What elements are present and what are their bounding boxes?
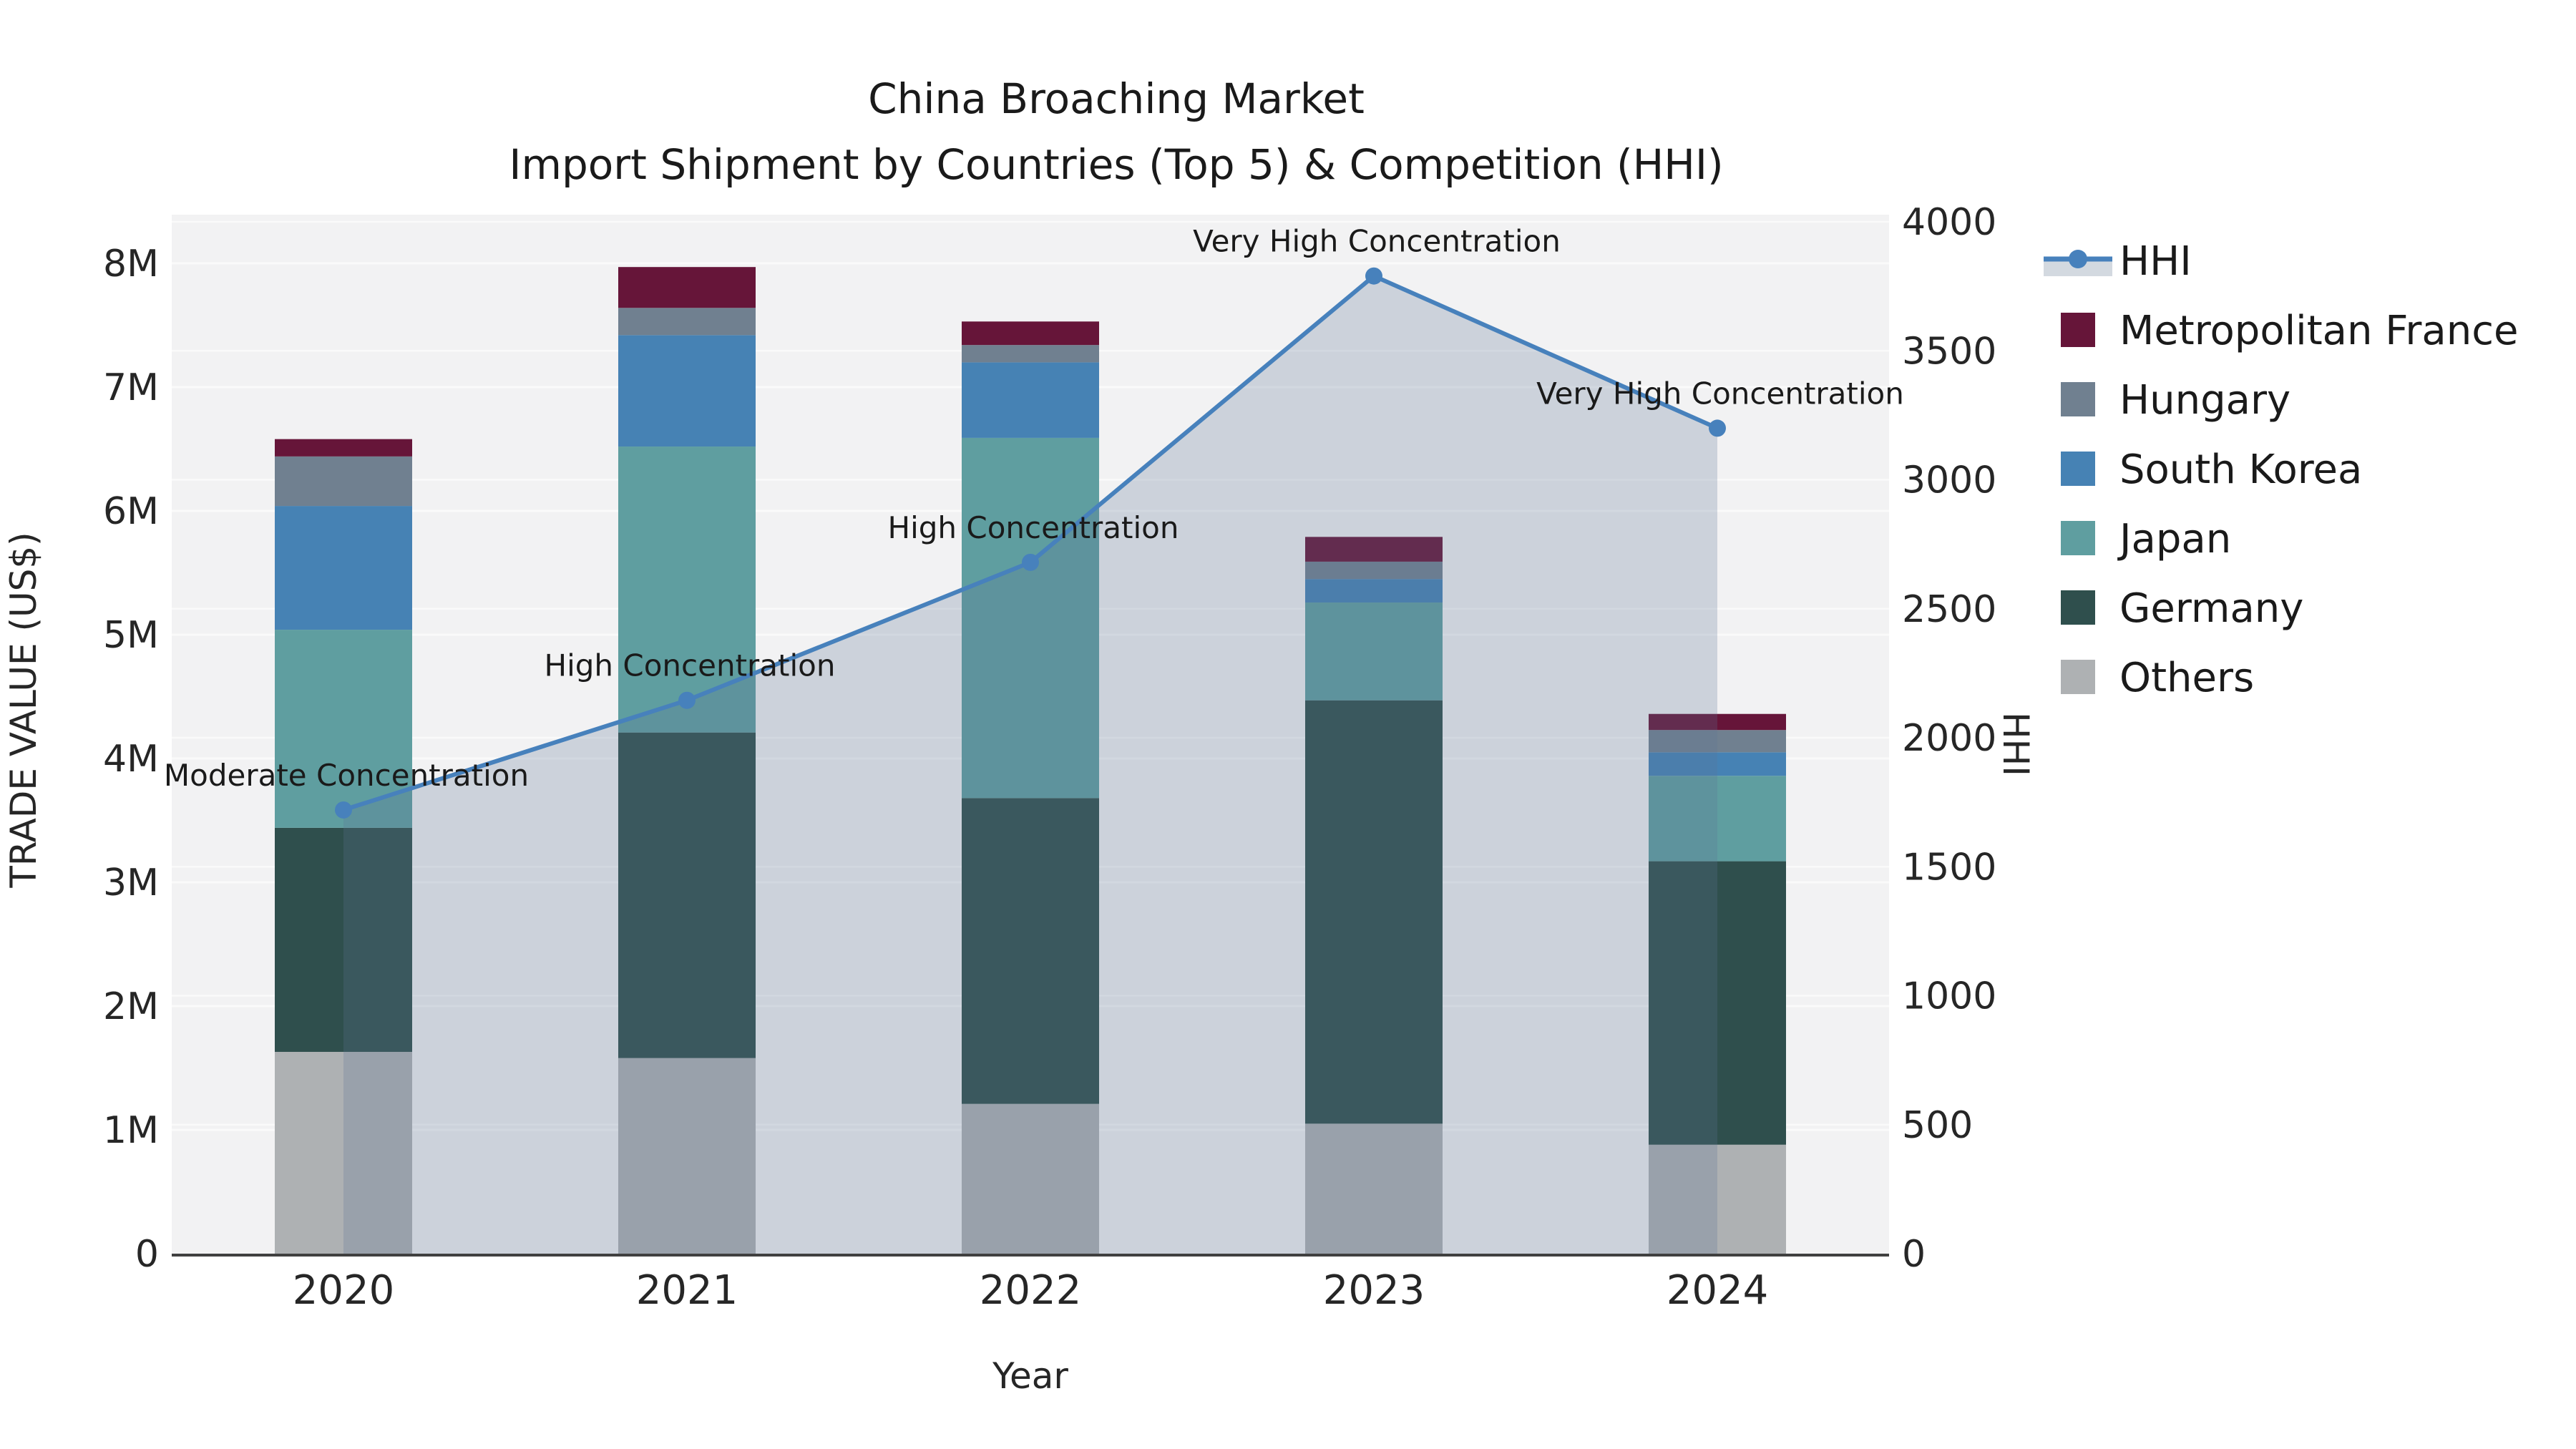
bar-segment-germany-2024 <box>1649 861 1786 1145</box>
legend-swatch-others <box>2061 660 2095 694</box>
x-tick-label-2020: 2020 <box>293 1267 395 1314</box>
y-right-tick-label: 3000 <box>1902 459 1996 502</box>
x-axis-title: Year <box>992 1355 1068 1397</box>
hhi-annotation-2021: High Concentration <box>545 648 836 683</box>
y-right-tick-label: 1000 <box>1902 975 1996 1018</box>
legend-swatch-germany <box>2061 590 2095 625</box>
bar-segment-metropolitan-france-2023 <box>1305 537 1443 562</box>
bar-segment-japan-2023 <box>1305 602 1443 701</box>
y-right-tick-label: 0 <box>1902 1233 1926 1276</box>
bar-segment-others-2022 <box>962 1103 1099 1254</box>
y-right-axis-title: HHI <box>1995 712 2036 776</box>
legend-label-japan: Japan <box>2117 516 2231 562</box>
y-left-tick-label: 3M <box>103 862 159 904</box>
bar-segment-germany-2022 <box>962 798 1099 1104</box>
legend-item-others: Others <box>2061 655 2254 701</box>
bar-segment-metropolitan-france-2022 <box>962 321 1099 346</box>
y-left-tick-label: 2M <box>103 985 159 1028</box>
x-tick-label-2022: 2022 <box>980 1267 1082 1314</box>
bar-segment-hungary-2021 <box>618 308 756 336</box>
stacked-bars <box>275 267 1786 1254</box>
y-left-axis-title: TRADE VALUE (US$) <box>3 532 44 888</box>
hhi-area-fill <box>343 275 1717 1254</box>
y-right-tick-label: 3500 <box>1902 330 1996 373</box>
legend-item-metropolitan-france: Metropolitan France <box>2061 308 2518 354</box>
bar-segment-japan-2024 <box>1649 776 1786 862</box>
x-tick-label-2021: 2021 <box>636 1267 738 1314</box>
y-left-tick-label: 4M <box>103 738 159 781</box>
hhi-marker-2023 <box>1365 267 1382 285</box>
bar-segment-others-2020 <box>275 1052 412 1254</box>
y-left-tick-label: 0 <box>135 1233 159 1276</box>
y-left-tick-label: 8M <box>103 243 159 286</box>
bar-segment-germany-2021 <box>618 732 756 1058</box>
y-left-tick-label: 1M <box>103 1109 159 1152</box>
y-right-tick-label: 4000 <box>1902 201 1996 244</box>
y-right-tick-label: 1500 <box>1902 846 1996 889</box>
y-right-tick-label: 500 <box>1902 1104 1973 1147</box>
bar-segment-hungary-2020 <box>275 456 412 507</box>
hhi-marker-2022 <box>1022 553 1039 571</box>
legend-label-hungary: Hungary <box>2119 377 2290 424</box>
legend-swatch-south-korea <box>2061 452 2095 486</box>
legend-label-others: Others <box>2119 655 2254 701</box>
y-left-tick-label: 7M <box>103 366 159 409</box>
y-left-tick-label: 5M <box>103 614 159 657</box>
bar-segment-others-2021 <box>618 1058 756 1254</box>
bar-segment-hungary-2022 <box>962 345 1099 363</box>
legend-item-south-korea: South Korea <box>2061 447 2362 493</box>
y-right-tick-label: 2500 <box>1902 588 1996 631</box>
legend-item-germany: Germany <box>2061 585 2303 632</box>
legend-swatch-metropolitan-france <box>2061 313 2095 347</box>
bar-segment-south-korea-2023 <box>1305 579 1443 603</box>
bar-segment-south-korea-2020 <box>275 506 412 630</box>
legend-label-germany: Germany <box>2119 585 2303 632</box>
hhi-annotation-2020: Moderate Concentration <box>164 758 529 793</box>
legend-label-metropolitan-france: Metropolitan France <box>2119 308 2518 354</box>
x-tick-label-2024: 2024 <box>1667 1267 1769 1314</box>
bar-segment-germany-2023 <box>1305 700 1443 1124</box>
legend-hhi-marker-sample <box>2069 250 2087 268</box>
legend-swatch-japan <box>2061 521 2095 555</box>
y-right-tick-label: 2000 <box>1902 717 1996 760</box>
bar-segment-metropolitan-france-2024 <box>1649 713 1786 731</box>
hhi-annotation-2024: Very High Concentration <box>1536 376 1904 411</box>
y-left-tick-label: 6M <box>103 490 159 533</box>
bar-segment-metropolitan-france-2020 <box>275 439 412 457</box>
hhi-marker-2024 <box>1709 419 1726 437</box>
bar-segment-germany-2020 <box>275 827 412 1053</box>
hhi-annotation-2022: High Concentration <box>888 510 1179 545</box>
legend-item-japan: Japan <box>2061 516 2231 562</box>
legend-label-hhi: HHI <box>2119 238 2192 285</box>
legend-swatch-hungary <box>2061 382 2095 416</box>
hhi-marker-2021 <box>678 691 696 709</box>
hhi-annotation-2023: Very High Concentration <box>1193 224 1561 259</box>
bar-segment-japan-2021 <box>618 447 756 733</box>
legend-item-hhi: HHI <box>2044 238 2192 285</box>
bar-segment-south-korea-2022 <box>962 362 1099 438</box>
x-tick-label-2023: 2023 <box>1323 1267 1425 1314</box>
hhi-marker-2020 <box>335 801 352 819</box>
bar-segment-hungary-2024 <box>1649 730 1786 753</box>
bar-segment-south-korea-2021 <box>618 335 756 447</box>
bar-segment-others-2023 <box>1305 1123 1443 1254</box>
bar-segment-south-korea-2024 <box>1649 752 1786 776</box>
legend-item-hungary: Hungary <box>2061 377 2290 424</box>
bar-segment-others-2024 <box>1649 1144 1786 1254</box>
bar-segment-hungary-2023 <box>1305 561 1443 580</box>
bar-segment-japan-2022 <box>962 437 1099 799</box>
legend-label-south-korea: South Korea <box>2119 447 2362 493</box>
bar-segment-metropolitan-france-2021 <box>618 267 756 308</box>
